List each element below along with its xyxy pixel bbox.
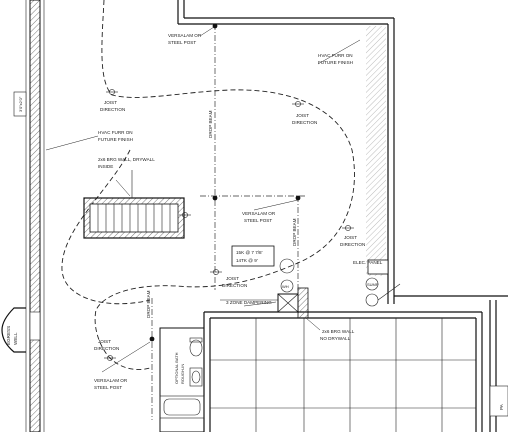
joist-center-2: DIRECTION — [222, 283, 247, 288]
left-exterior-wall — [25, 0, 45, 432]
sink-icon — [189, 367, 203, 387]
wh-label: WH — [282, 284, 289, 289]
versalam-center-2: STEEL POST — [244, 218, 272, 223]
joist-center-1: JOIST — [226, 276, 239, 281]
egress-label-2: WELL — [13, 332, 18, 345]
mech-box-1: 15K @ 7 7/8' — [236, 250, 263, 255]
sump-elec: SUMP — [365, 259, 401, 307]
brg-wall-1: 2x6 BRG WALL, DRYWALL — [98, 157, 155, 162]
versalam-low-2: STEEL POST — [94, 385, 122, 390]
mech-box-2: 14TK @ 9' — [236, 258, 258, 263]
posts — [149, 23, 301, 342]
stair-icon — [83, 170, 185, 239]
joist-right-2: DIRECTION — [292, 120, 317, 125]
lower-right-room — [203, 311, 483, 432]
drop-beam-mid: DROP BEAM — [208, 110, 213, 138]
versalam-top-2: STEEL POST — [168, 40, 196, 45]
hvac-right-1: HVAC FURR ON — [318, 53, 353, 58]
pa-tag: PA — [499, 403, 504, 410]
hvac-left-2: FUTURE FINISH — [98, 137, 133, 142]
joist-arrow-icon — [342, 225, 354, 231]
dampering: 3 ZONE DAMPERING — [226, 300, 272, 305]
joist-arrow-icon — [292, 101, 304, 107]
left-wall-dim: 3'0"x2'0" — [18, 96, 23, 112]
joist-left-2: DIRECTION — [100, 107, 125, 112]
joist-markers — [104, 89, 354, 361]
joist-right-1: JOIST — [296, 113, 309, 118]
hvac-left-1: HVAC FURR ON — [98, 130, 133, 135]
post-marker-icon — [295, 195, 301, 201]
post-marker-icon — [149, 336, 155, 342]
hvac-right-2: FUTURE FINISH — [318, 60, 353, 65]
toilet-icon — [189, 337, 203, 357]
versalam-top-1: VERSALAM OR — [168, 33, 202, 38]
right-edge: PA — [394, 295, 508, 432]
bath-rough-1: OPTIONAL BATH — [174, 352, 179, 384]
egress-well: EGRESS WELL — [1, 307, 41, 353]
versalam-low-1: VERSALAM OR — [94, 378, 128, 383]
egress-label-1: EGRESS — [6, 326, 11, 345]
leader-lines — [45, 26, 361, 373]
joist-low-left-2: DIRECTION — [94, 346, 119, 351]
top-walls — [177, 0, 395, 304]
brg-wall-2: INSIDE — [98, 164, 113, 169]
brg-wall-right-1: 2x6 BRG WALL — [322, 329, 355, 334]
bath-rough-2: ROUGH-IN — [180, 364, 185, 384]
mechanical-box: 15K @ 7 7/8' 14TK @ 9' — [231, 245, 275, 267]
joist-low-left-1: JOIST — [98, 339, 111, 344]
drop-beam-right: DROP BEAM — [292, 218, 297, 246]
bathroom: OPTIONAL BATH ROUGH-IN — [159, 327, 205, 432]
joist-arrow-icon — [106, 89, 118, 95]
post-marker-icon — [212, 195, 218, 201]
annotations: VERSALAM OR STEEL POST HVAC FURR ON FUTU… — [94, 33, 383, 390]
brg-wall-right-2: NO DRYWALL — [320, 336, 351, 341]
left-window-tag: 3'0"x2'0" — [13, 91, 27, 117]
versalam-center-1: VERSALAM OR — [242, 211, 276, 216]
joist-arrow-icon — [104, 355, 116, 361]
equipment: WH — [277, 258, 309, 319]
joist-mid-right-1: JOIST — [344, 235, 357, 240]
joist-mid-right-2: DIRECTION — [340, 242, 365, 247]
hvac-left-run — [61, 149, 151, 305]
tub-icon — [159, 395, 205, 419]
sump-label: SUMP — [367, 282, 379, 287]
elec-panel: ELEC. PANEL — [353, 260, 383, 265]
drop-beam-low: DROP BEAM — [146, 290, 151, 318]
joist-arrow-icon — [210, 269, 222, 275]
hvac-duct-run — [94, 0, 355, 370]
joist-left-1: JOIST — [104, 100, 117, 105]
